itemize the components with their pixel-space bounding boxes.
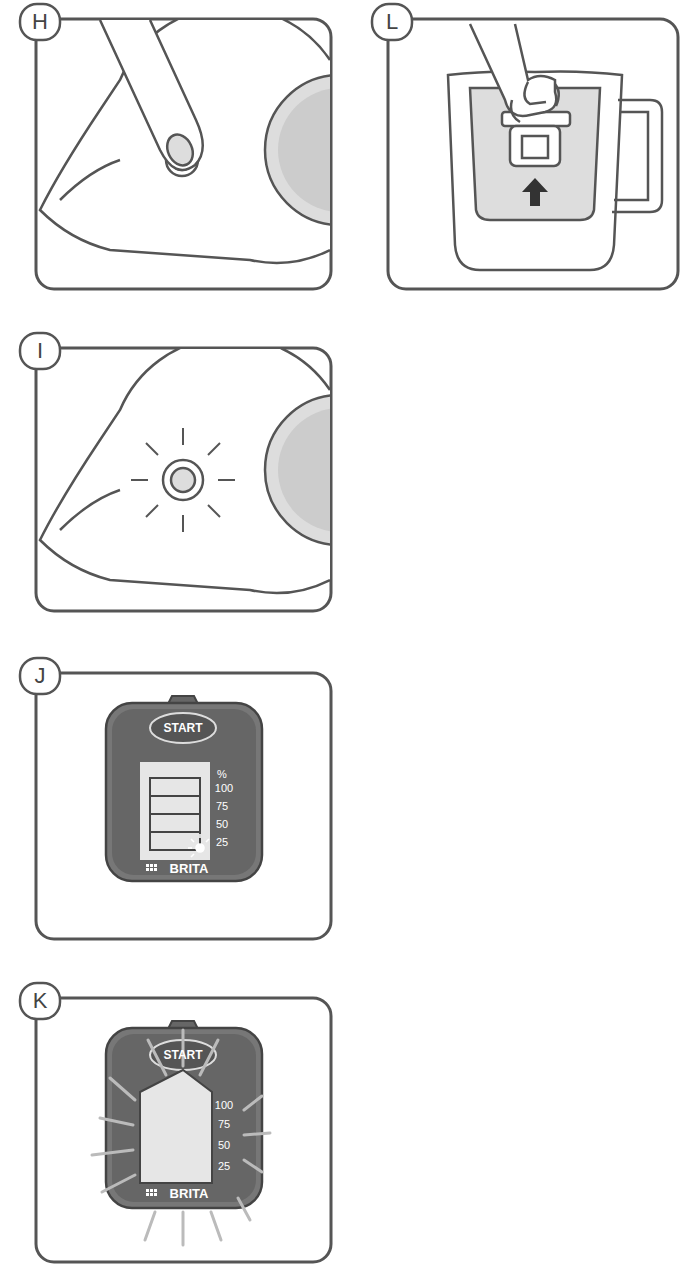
button-text: START — [163, 1049, 202, 1061]
display-illustration — [106, 696, 262, 881]
scale-unit: % — [217, 769, 227, 780]
scale-value: 50 — [218, 1140, 230, 1151]
button-text: START — [163, 722, 202, 734]
callout-letter: H — [32, 11, 48, 33]
jug-illustration — [448, 24, 662, 270]
scale-value: 100 — [215, 1100, 233, 1111]
panel-frame — [36, 998, 331, 1262]
callout-letter: J — [35, 665, 46, 687]
panel-frame — [36, 673, 331, 939]
scale-value: 25 — [216, 837, 228, 848]
callout-badge — [20, 333, 60, 369]
scale-value: 50 — [216, 819, 228, 830]
panel-frame — [388, 19, 678, 289]
lid-press-illustration — [40, 20, 330, 263]
lid-glow-illustration — [40, 349, 330, 593]
display-flash-illustration — [92, 1021, 270, 1245]
scale-value: 25 — [218, 1161, 230, 1172]
callout-badge — [20, 4, 60, 40]
callout-letter: K — [33, 990, 48, 1012]
brand-name: BRITA — [170, 1187, 209, 1200]
scale-value: 75 — [218, 1119, 230, 1130]
callout-badge — [20, 983, 60, 1019]
callout-badge — [372, 4, 412, 40]
callout-letter: L — [386, 11, 398, 33]
callout-letter: I — [37, 340, 43, 362]
scale-value: 100 — [215, 783, 233, 794]
scale-value: 75 — [216, 801, 228, 812]
callout-badge — [20, 658, 60, 694]
brand-name: BRITA — [170, 862, 209, 875]
